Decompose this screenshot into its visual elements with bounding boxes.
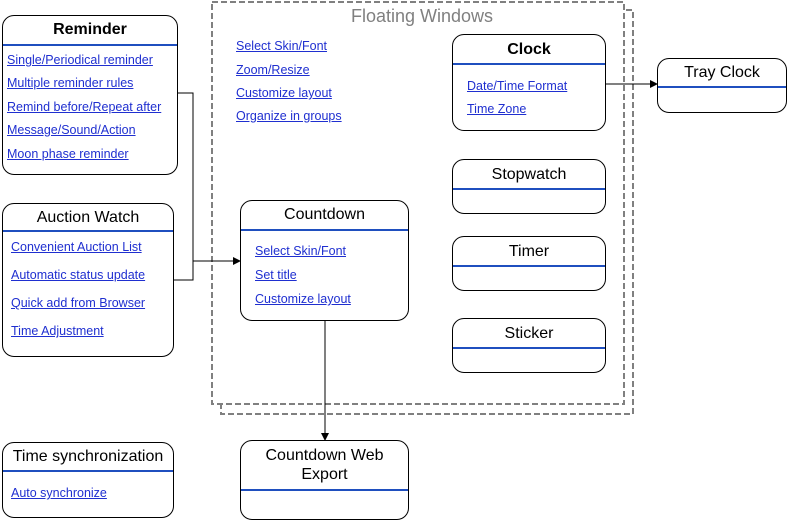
group-title-floating-windows: Floating Windows: [350, 6, 494, 26]
auction-link-quick-add[interactable]: Quick add from Browser: [11, 296, 146, 310]
floating-link-customize-layout[interactable]: Customize layout: [236, 86, 332, 100]
timer-title: Timer: [453, 237, 605, 267]
reminder-title: Reminder: [3, 16, 177, 46]
reminder-link-single-periodical[interactable]: Single/Periodical reminder: [7, 53, 153, 67]
reminder-connector: [178, 92, 194, 261]
timer-box: Timer: [452, 236, 606, 291]
tray-clock-title: Tray Clock: [658, 59, 786, 88]
sticker-box: Sticker: [452, 318, 606, 373]
floating-link-select-skin[interactable]: Select Skin/Font: [236, 39, 328, 53]
auction-watch-box: Auction Watch Convenient Auction List Au…: [2, 203, 174, 357]
floating-link-zoom-resize[interactable]: Zoom/Resize: [236, 63, 310, 77]
countdown-link-select-skin[interactable]: Select Skin/Font: [255, 244, 347, 258]
time-sync-box: Time synchronization Auto synchronize: [2, 442, 174, 518]
countdown-link-set-title[interactable]: Set title: [255, 268, 297, 282]
auction-connector: [174, 257, 241, 281]
clock-link-time-zone[interactable]: Time Zone: [467, 102, 527, 116]
countdown-web-export-box: Countdown Web Export: [240, 440, 409, 520]
auction-link-automatic-status[interactable]: Automatic status update: [11, 268, 146, 282]
clock-title: Clock: [453, 35, 605, 65]
reminder-link-remind-before[interactable]: Remind before/Repeat after: [7, 100, 162, 114]
countdown-link-customize-layout[interactable]: Customize layout: [255, 292, 351, 306]
auction-link-convenient-list[interactable]: Convenient Auction List: [11, 240, 142, 254]
reminder-link-moon-phase[interactable]: Moon phase reminder: [7, 147, 129, 161]
countdown-web-export-title: Countdown Web Export: [241, 441, 408, 491]
reminder-box: Reminder Single/Periodical reminder Mult…: [2, 15, 178, 175]
reminder-link-message-sound[interactable]: Message/Sound/Action: [7, 123, 136, 137]
floating-link-organize-groups[interactable]: Organize in groups: [236, 109, 342, 123]
auction-link-time-adjustment[interactable]: Time Adjustment: [11, 324, 104, 338]
countdown-box: Countdown Select Skin/Font Set title Cus…: [240, 200, 409, 321]
stopwatch-title: Stopwatch: [453, 160, 605, 190]
web-export-title-line1: Countdown Web: [265, 447, 384, 464]
time-sync-link-auto[interactable]: Auto synchronize: [11, 486, 107, 500]
clock-box: Clock Date/Time Format Time Zone: [452, 34, 606, 131]
auction-watch-title: Auction Watch: [3, 204, 173, 232]
countdown-title: Countdown: [241, 201, 408, 231]
web-export-title-line2: Export: [301, 466, 348, 483]
group-border-back: [220, 9, 634, 415]
clock-link-date-time-format[interactable]: Date/Time Format: [467, 79, 568, 93]
reminder-link-multiple-rules[interactable]: Multiple reminder rules: [7, 76, 134, 90]
tray-clock-box: Tray Clock: [657, 58, 787, 113]
time-sync-title: Time synchronization: [3, 443, 173, 472]
stopwatch-box: Stopwatch: [452, 159, 606, 214]
sticker-title: Sticker: [453, 319, 605, 349]
